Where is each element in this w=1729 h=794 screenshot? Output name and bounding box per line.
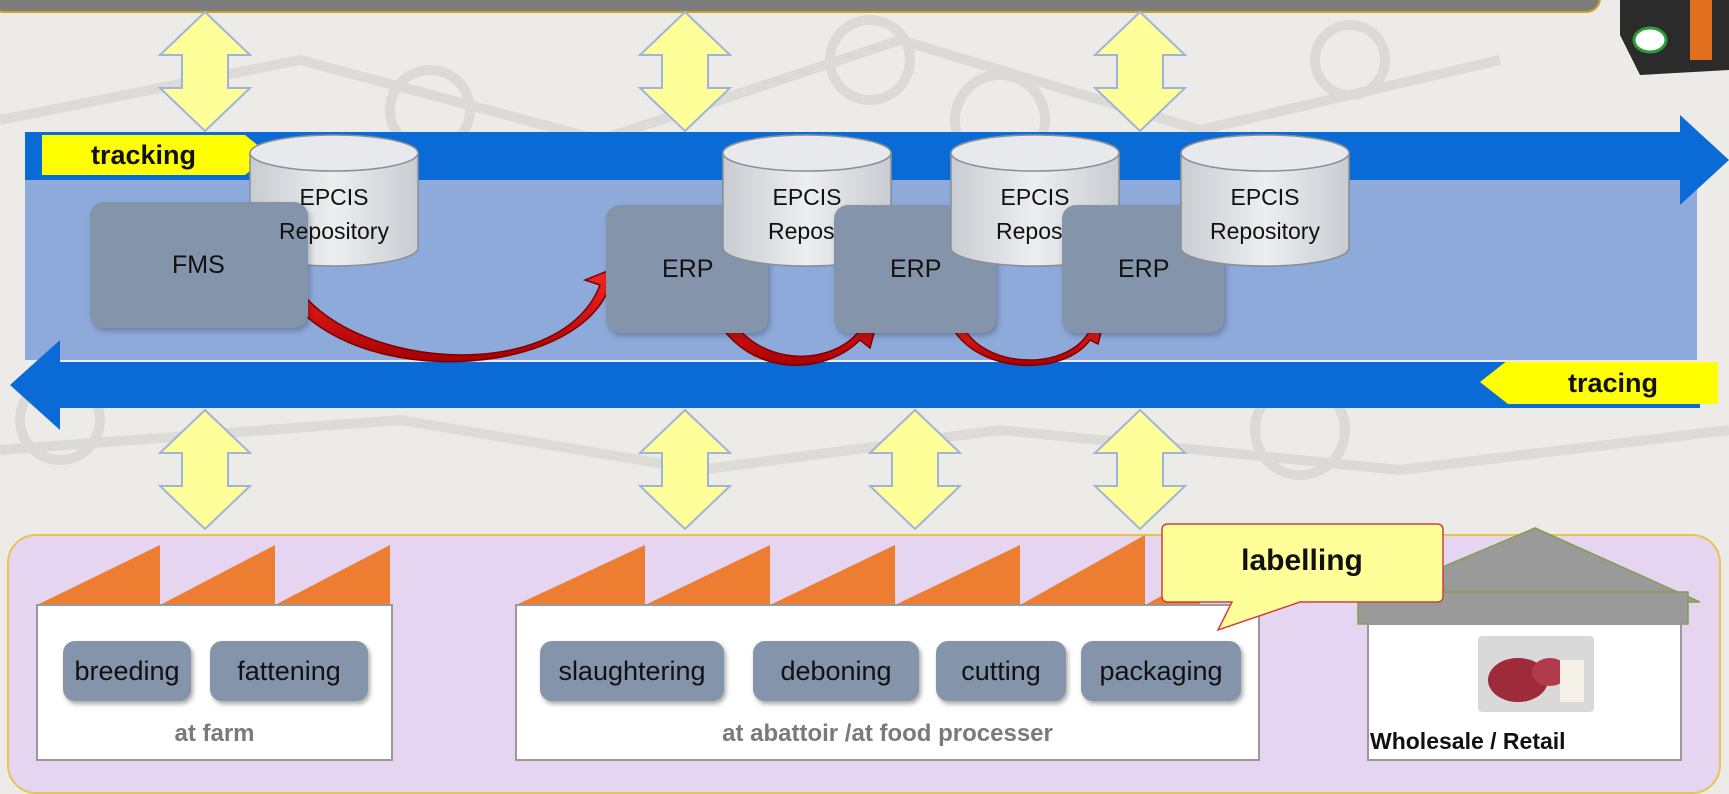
abattoir-factory-roof — [516, 535, 1200, 605]
repo-4-line2: Repository — [1210, 218, 1320, 244]
repo-1-line2: Repository — [279, 218, 389, 244]
fms-system-box: FMS — [90, 202, 308, 328]
tracking-tag: tracking — [42, 135, 245, 175]
fms-label: FMS — [172, 250, 225, 279]
tracing-tag-pointer — [1480, 360, 1508, 404]
erp-3-label: ERP — [1118, 254, 1170, 283]
tracing-tag: tracing — [1508, 362, 1718, 404]
repo-3-line2: Reposit — [996, 218, 1074, 244]
double-arrows-top — [157, 10, 1188, 133]
labelling-callout-shape — [1161, 523, 1444, 632]
repo-2-line2: Reposit — [768, 218, 846, 244]
erp-2-label: ERP — [890, 254, 942, 283]
top-bar — [0, 0, 1601, 13]
epcis-repository-3-label: EPCIS Reposit — [951, 180, 1119, 248]
epcis-repository-1-label: EPCIS Repository — [250, 180, 418, 248]
labelling-callout: labelling — [1241, 544, 1363, 577]
farm-label: at farm — [174, 720, 255, 747]
corner-clipart-icon — [1620, 0, 1729, 75]
process-step-fattening: fattening — [210, 641, 368, 701]
erp-1-label: ERP — [662, 254, 714, 283]
process-step-packaging: packaging — [1081, 641, 1241, 701]
process-step-slaughtering: slaughtering — [540, 641, 724, 701]
tracing-band — [10, 340, 1700, 430]
repo-1-line1: EPCIS — [299, 184, 369, 210]
abattoir-label: at abattoir /at food processer — [722, 720, 1053, 747]
double-arrows-bottom — [157, 408, 1188, 531]
epcis-repository-4-label: EPCIS Repository — [1181, 180, 1349, 248]
process-step-deboning: deboning — [753, 641, 919, 701]
repo-3-line1: EPCIS — [1000, 184, 1070, 210]
retail-label: Wholesale / Retail — [1370, 728, 1566, 754]
meat-package-image — [1478, 636, 1594, 712]
epcis-repository-2-label: EPCIS Reposit — [723, 180, 891, 248]
background-network — [0, 15, 1729, 480]
process-step-cutting: cutting — [936, 641, 1066, 701]
farm-factory-roof — [37, 545, 390, 605]
repo-2-line1: EPCIS — [772, 184, 842, 210]
repo-4-line1: EPCIS — [1230, 184, 1300, 210]
process-step-breeding: breeding — [63, 641, 191, 701]
epcis-cylinder-4-front — [1180, 134, 1350, 267]
